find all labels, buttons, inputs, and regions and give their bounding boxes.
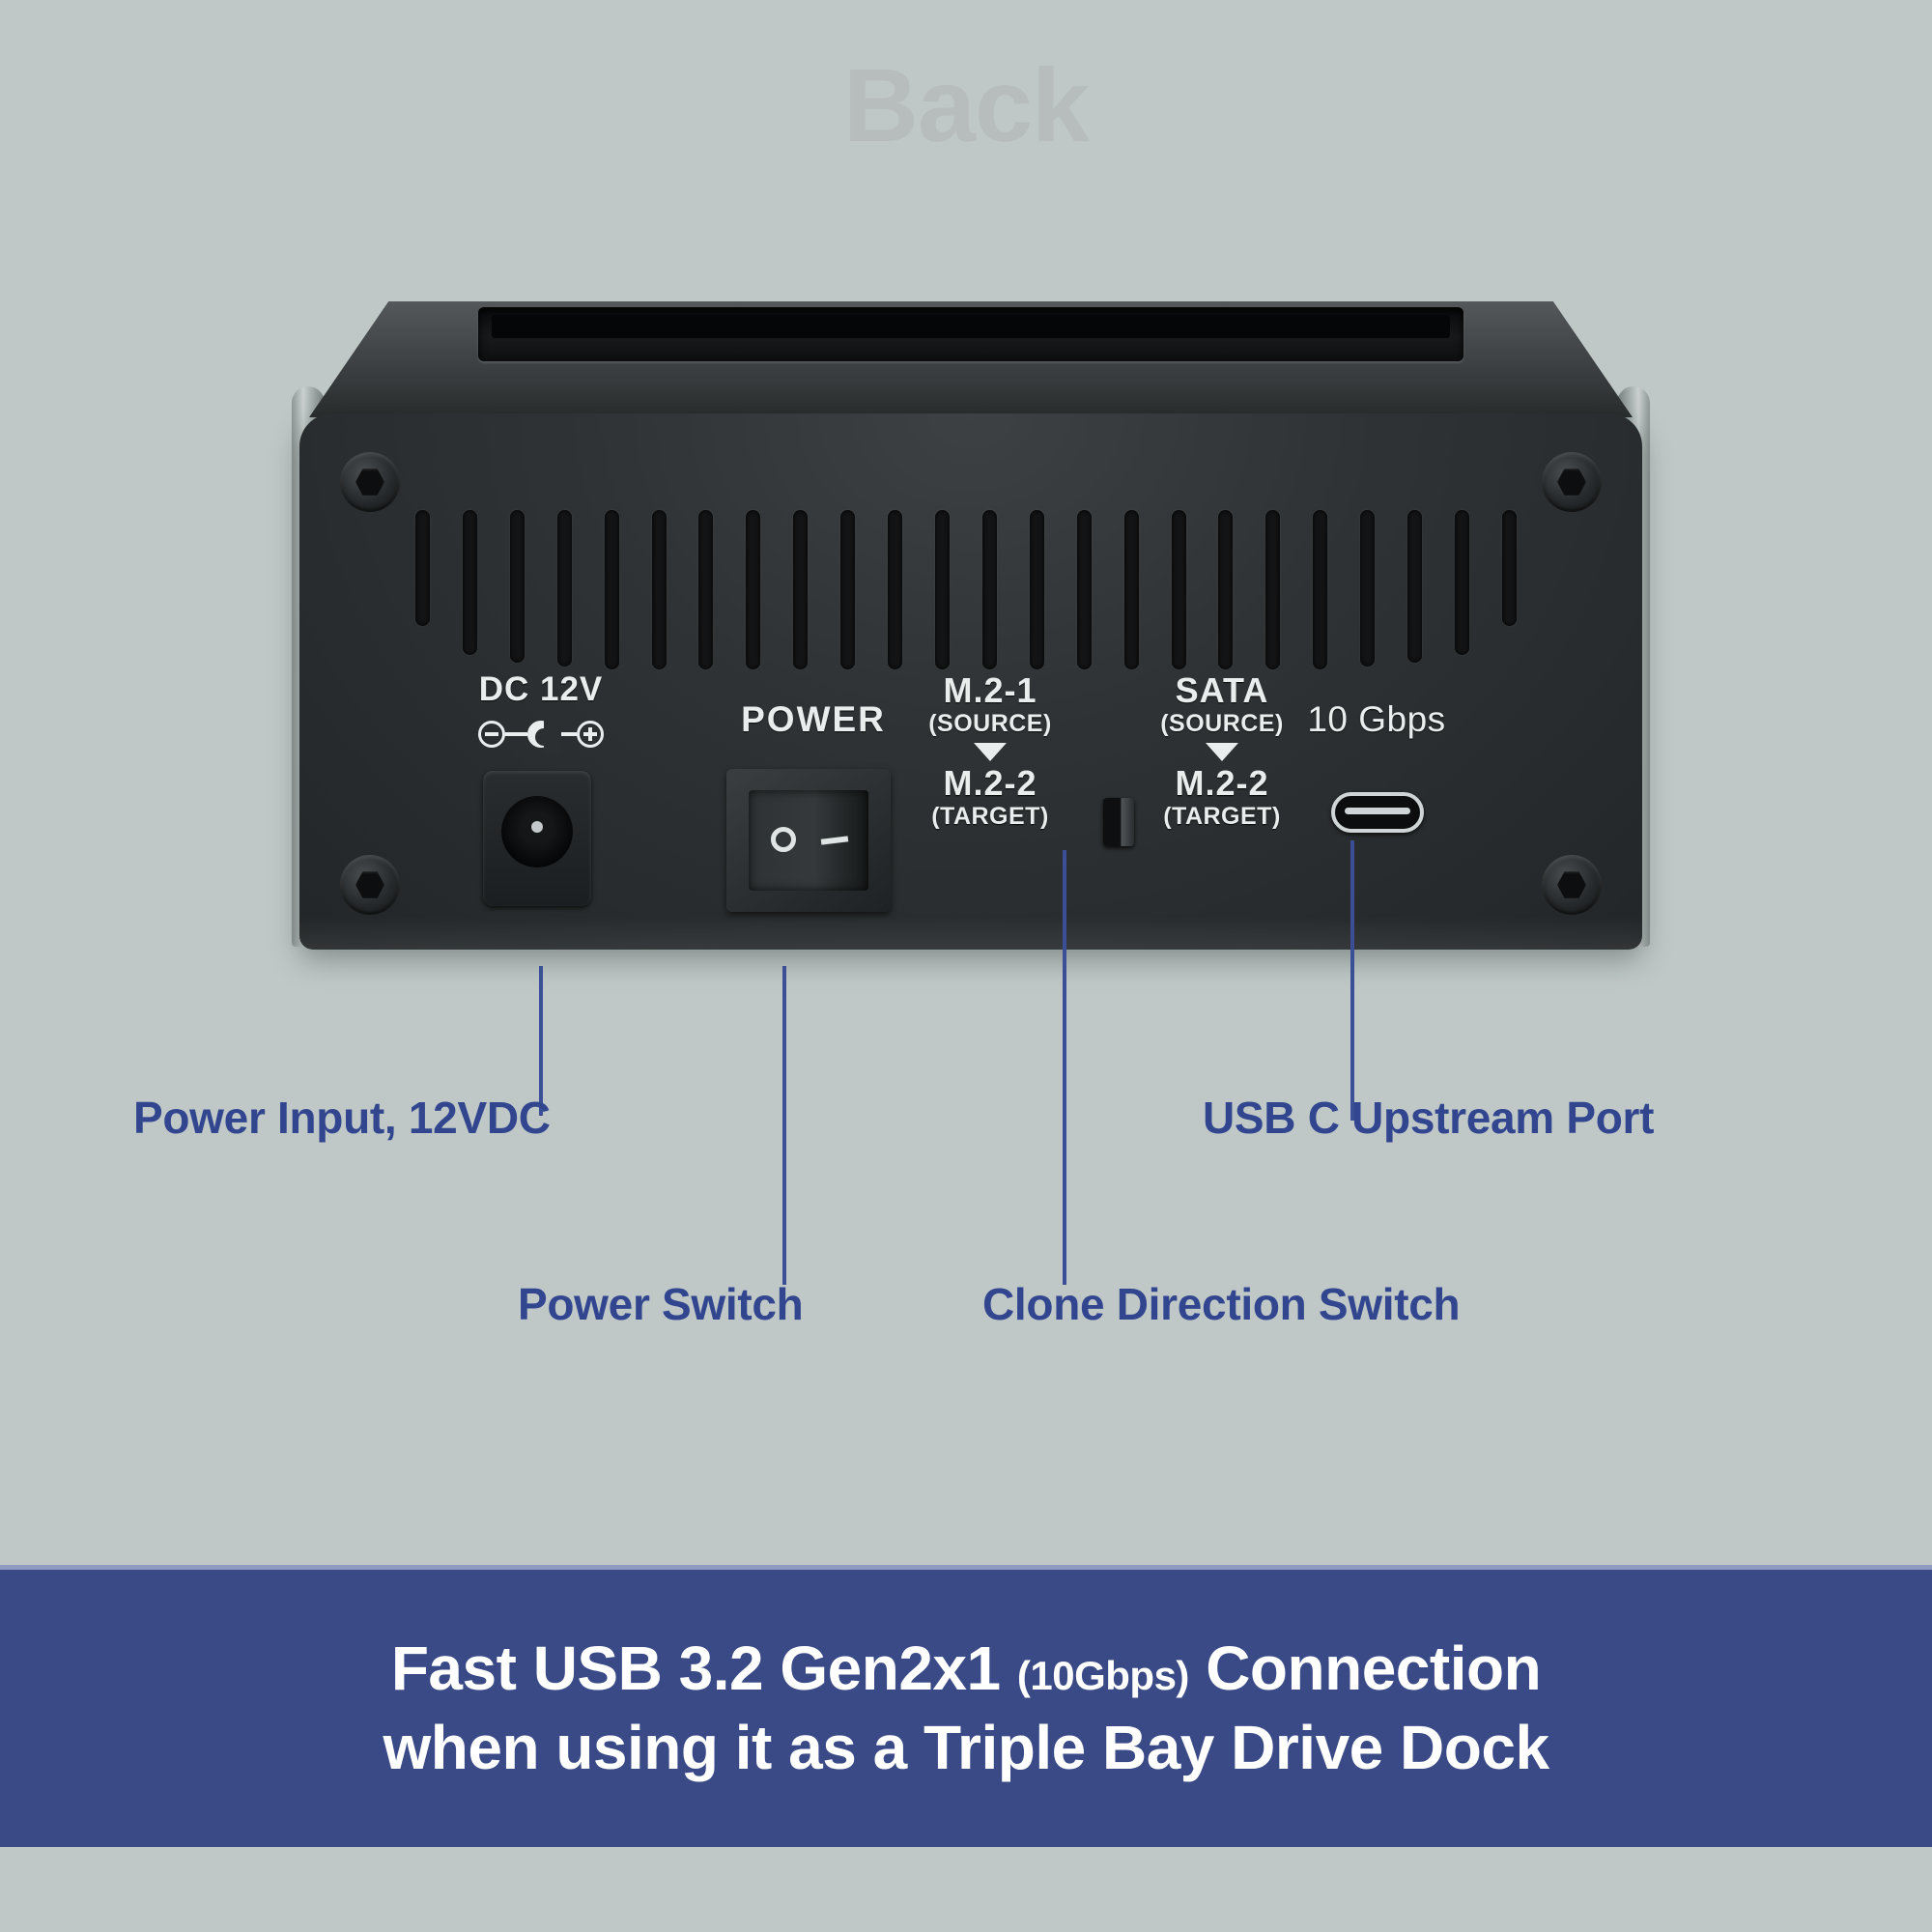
callout-label-usb-port: USB C Upstream Port [1203,1093,1655,1143]
dc-polarity-icon [415,715,667,754]
clone-direction-right-labels: SATA (SOURCE) M.2-2 (TARGET) [1111,672,1333,832]
hex-screw-icon [340,452,400,512]
page-title: Back [842,46,1090,163]
dc-input-label: DC 12V [478,670,604,708]
banner-line1-part-b: Connection [1206,1633,1542,1703]
drive-bay-slot-inner [492,315,1450,338]
power-label: POWER [741,699,886,739]
hex-screw-icon [1542,452,1602,512]
drive-bay-slot [478,307,1463,361]
clone-left-source: M.2-1 [943,670,1037,710]
ventilation-slots [415,510,1517,669]
down-arrow-icon [1206,743,1238,762]
callout-line-usb-port [1350,840,1354,1121]
power-off-symbol-icon [771,827,796,852]
clone-direction-slide-switch[interactable] [1103,798,1134,846]
banner-line1-part-a: Fast USB 3.2 Gen2x1 [390,1633,1001,1703]
usb-speed-label: 10 Gbps [1307,699,1446,739]
down-arrow-icon [974,743,1007,762]
clone-left-source-note: (SOURCE) [928,709,1052,737]
hex-screw-icon [1542,855,1602,915]
clone-left-target-note: (TARGET) [931,802,1049,830]
callout-label-power-switch: Power Switch [518,1279,804,1329]
clone-right-source: SATA [1175,670,1269,710]
callout-label-power-input: Power Input, 12VDC [133,1093,551,1143]
clone-direction-left-labels: M.2-1 (SOURCE) M.2-2 (TARGET) [879,672,1101,832]
banner-line-2: when using it as a Triple Bay Drive Dock [383,1712,1549,1782]
clone-right-target: M.2-2 [1175,763,1269,804]
rear-panel-body: DC 12V POWER M.2-1 (SOURCE) M.2 [299,413,1642,950]
clone-left-target: M.2-2 [943,763,1037,804]
bottom-banner: Fast USB 3.2 Gen2x1 (10Gbps) Connection … [0,1565,1932,1847]
callout-label-clone-switch: Clone Direction Switch [982,1279,1461,1329]
banner-line-1: Fast USB 3.2 Gen2x1 (10Gbps) Connection [390,1630,1542,1709]
banner-line1-speed: (10Gbps) [1016,1652,1190,1698]
power-rocker-switch[interactable] [726,769,891,912]
device-back-panel-photo: DC 12V POWER M.2-1 (SOURCE) M.2 [292,301,1650,966]
callout-line-power-switch [782,966,786,1285]
dc-power-jack[interactable] [483,771,591,906]
clone-right-source-note: (SOURCE) [1160,709,1284,737]
callout-line-power-input [539,966,543,1116]
hex-screw-icon [340,855,400,915]
clone-right-target-note: (TARGET) [1163,802,1281,830]
usb-c-port[interactable] [1331,792,1424,833]
callout-line-clone-switch [1063,850,1066,1285]
